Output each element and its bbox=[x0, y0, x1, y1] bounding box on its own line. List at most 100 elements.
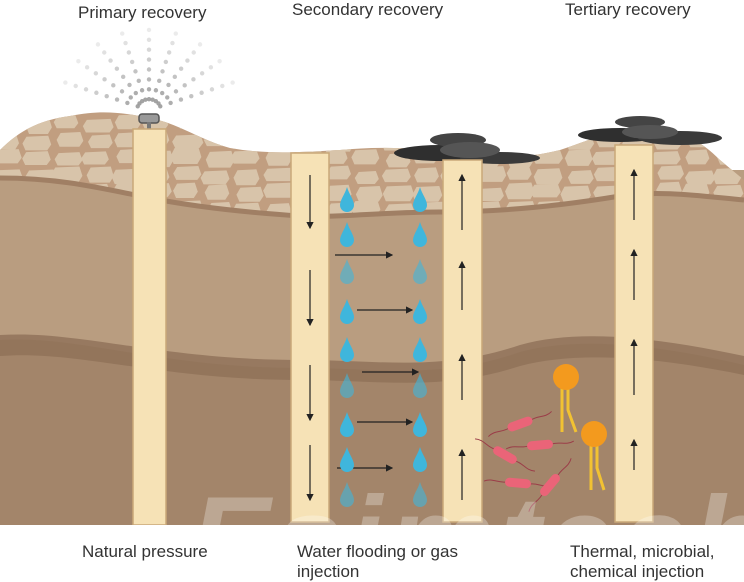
spray-droplet bbox=[173, 31, 178, 36]
rock-stone bbox=[326, 165, 351, 180]
rock-stone bbox=[296, 133, 323, 149]
rock-stone bbox=[265, 112, 291, 115]
caption-tertiary: Thermal, microbial, chemical injection bbox=[570, 542, 715, 581]
rock-stone bbox=[410, 112, 441, 115]
spray-droplet bbox=[170, 40, 175, 46]
spray-droplet bbox=[83, 87, 89, 92]
rock-stone bbox=[382, 99, 410, 112]
spray-droplet bbox=[166, 50, 172, 55]
rock-stone bbox=[200, 170, 230, 185]
spray-droplet bbox=[199, 90, 204, 95]
rock-stone bbox=[353, 112, 384, 115]
rock-stone bbox=[202, 112, 233, 115]
rock-stone bbox=[560, 185, 591, 202]
spray-droplet bbox=[168, 100, 173, 106]
spray-droplet bbox=[95, 42, 101, 47]
rock-stone bbox=[263, 167, 295, 182]
rock-stone bbox=[0, 114, 20, 131]
spray-droplet bbox=[166, 82, 171, 88]
spray-droplet bbox=[120, 31, 125, 36]
rock-stone bbox=[56, 132, 84, 147]
spray-droplet bbox=[114, 97, 120, 102]
primary-well bbox=[132, 128, 167, 526]
spray-droplet bbox=[133, 69, 138, 74]
rock-stone bbox=[230, 135, 262, 149]
rock-stone bbox=[82, 118, 114, 133]
spray-droplet bbox=[185, 58, 190, 63]
spray-droplet bbox=[139, 88, 145, 93]
rock-stone bbox=[26, 117, 52, 135]
spray-droplet bbox=[143, 97, 148, 102]
rock-stone bbox=[172, 134, 204, 148]
spray-droplet bbox=[93, 71, 99, 76]
spray-droplet bbox=[157, 78, 162, 84]
spray-droplet bbox=[191, 77, 196, 82]
rock-stone bbox=[173, 165, 202, 180]
water-drop-icon bbox=[413, 412, 427, 437]
rock-stone bbox=[621, 112, 652, 115]
rock-stone bbox=[446, 112, 475, 114]
water-drop-icon bbox=[340, 373, 354, 398]
rock-stone bbox=[712, 167, 742, 185]
spray-droplet bbox=[102, 50, 107, 55]
water-drop-icon bbox=[413, 187, 427, 212]
spray-droplet bbox=[146, 97, 152, 102]
title-secondary: Secondary recovery bbox=[292, 0, 444, 19]
rock-stone bbox=[203, 133, 231, 147]
spray-droplet bbox=[189, 93, 194, 99]
rock-stone bbox=[684, 170, 716, 185]
rock-stone bbox=[507, 134, 535, 149]
spray-droplet bbox=[146, 67, 152, 72]
oil-puddle-icon bbox=[578, 116, 722, 145]
rock-stone bbox=[477, 187, 504, 202]
rock-stone bbox=[561, 114, 594, 130]
spray-droplet bbox=[108, 58, 113, 63]
rock-stone bbox=[650, 151, 681, 165]
rock-stone bbox=[564, 149, 593, 166]
spray-droplet bbox=[220, 83, 225, 89]
spray-droplet bbox=[76, 59, 81, 64]
water-drop-icon bbox=[340, 222, 354, 247]
rock-stone bbox=[502, 116, 534, 134]
rock-stone bbox=[717, 149, 742, 165]
water-drop-icon bbox=[340, 299, 354, 324]
water-drop-icon bbox=[413, 482, 427, 507]
rock-stone bbox=[501, 112, 532, 113]
caption-secondary: Water flooding or gas injection bbox=[297, 542, 458, 581]
bacteria-icon bbox=[475, 438, 535, 472]
rock-stone bbox=[0, 133, 20, 150]
rock-stone bbox=[233, 169, 260, 186]
rock-stone bbox=[685, 149, 710, 165]
rock-stone bbox=[684, 115, 714, 130]
water-drop-icon bbox=[340, 187, 354, 212]
rock-stone bbox=[322, 112, 351, 116]
rock-stone bbox=[205, 115, 233, 129]
rock-stone bbox=[51, 166, 83, 183]
spray-droplet bbox=[127, 82, 132, 88]
spray-droplet bbox=[146, 37, 152, 42]
rock-stone bbox=[296, 117, 323, 132]
spray-droplet bbox=[128, 95, 133, 100]
rock-stone bbox=[355, 186, 383, 202]
spray-droplet bbox=[160, 69, 165, 74]
rock-stone bbox=[533, 168, 563, 185]
water-drop-icon bbox=[340, 447, 354, 472]
rock-stone bbox=[294, 112, 320, 115]
rock-stone bbox=[713, 112, 743, 117]
rock-stone bbox=[595, 97, 622, 111]
spray-droplet bbox=[120, 74, 126, 80]
water-drop-icon bbox=[340, 482, 354, 507]
spray-droplet bbox=[165, 95, 170, 100]
spray-droplet bbox=[191, 50, 196, 55]
rock-band bbox=[0, 334, 744, 383]
spray-droplet bbox=[94, 90, 99, 95]
spray-droplet bbox=[125, 100, 130, 106]
spray-droplet bbox=[146, 57, 152, 62]
spray-droplet bbox=[111, 83, 116, 88]
spray-droplet bbox=[199, 71, 205, 76]
rock-stone bbox=[264, 116, 292, 134]
spray-droplet bbox=[153, 88, 159, 93]
caption-primary: Natural pressure bbox=[82, 542, 208, 561]
surfactant-icon bbox=[553, 364, 579, 433]
